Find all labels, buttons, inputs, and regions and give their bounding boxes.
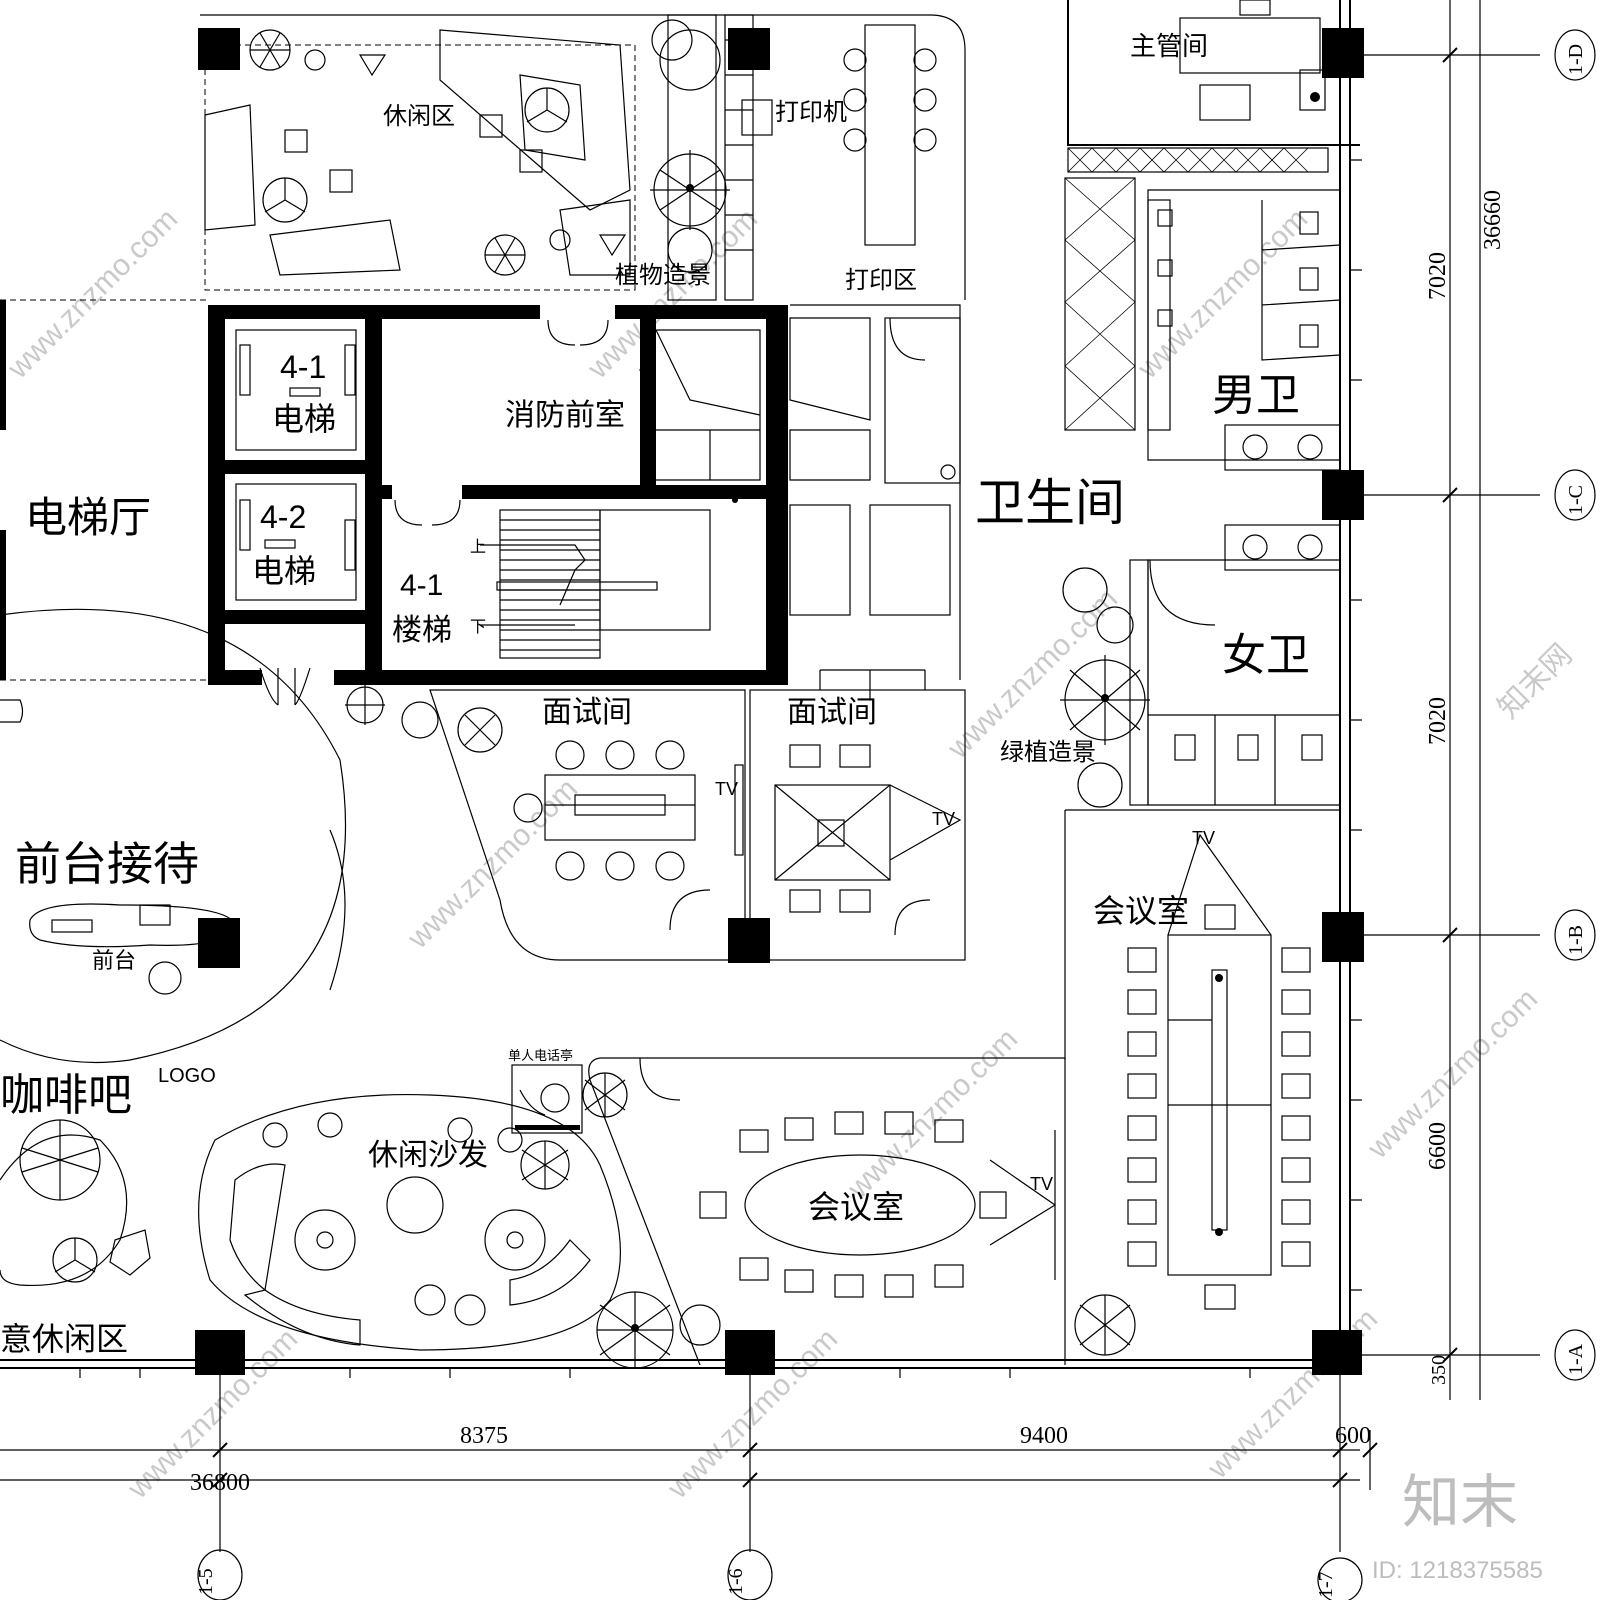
building-core: 4-1 电梯 4-2 电梯 消防前室 上 下 4-1 楼梯 bbox=[208, 302, 788, 688]
meeting-room-large-label: 会议室 bbox=[1093, 893, 1189, 929]
stair-up-label: 上 bbox=[470, 538, 486, 556]
stair-label: 楼梯 bbox=[392, 614, 452, 647]
interview-tv-label: TV bbox=[715, 779, 738, 799]
grid-axes: 1-D 1-C 1-B 1-A 1-5 1-6 1-7 bbox=[195, 29, 1596, 1600]
cafe-label: 咖啡吧 bbox=[0, 1071, 132, 1120]
interview-room-1-label: 面试间 bbox=[542, 696, 632, 729]
green-feature-label: 绿植造景 bbox=[1000, 739, 1096, 766]
axis-1-C: 1-C bbox=[1565, 485, 1587, 515]
watermark-logo: 知末 ID: 1218375585 bbox=[1372, 1470, 1543, 1584]
interview-room-2-tv-label: TV bbox=[932, 809, 955, 829]
watermark-logo-text: 知末 bbox=[1402, 1470, 1518, 1535]
phone-booth: 单人电话亭 bbox=[508, 1048, 583, 1134]
print-area: 打印机 打印区 bbox=[724, 14, 937, 301]
dimension-7020-top: 7020 bbox=[1425, 252, 1451, 300]
leisure-area: 休闲区 bbox=[200, 14, 966, 300]
watermark-text: www.znzmo.com bbox=[1, 202, 184, 385]
logo-label: LOGO bbox=[158, 1065, 216, 1087]
lounge-sofa-label: 休闲沙发 bbox=[368, 1139, 488, 1172]
axis-1-5: 1-5 bbox=[195, 1568, 217, 1595]
dimension-9400: 9400 bbox=[1020, 1423, 1068, 1449]
stair-number: 4-1 bbox=[400, 569, 443, 602]
watermark-text: www.znzmo.com bbox=[1201, 1302, 1384, 1485]
watermark-text: www.znzmo.com bbox=[1361, 982, 1544, 1165]
interview-room-2: TV 面试间 bbox=[749, 689, 966, 961]
green-feature: 绿植造景 bbox=[1000, 559, 1150, 808]
manager-office: 主管间 bbox=[1067, 0, 1360, 173]
axis-1-6: 1-6 bbox=[725, 1568, 747, 1595]
dimension-6600: 6600 bbox=[1425, 1122, 1451, 1170]
plant-feature-top-label: 植物造景 bbox=[615, 262, 711, 289]
manager-office-label: 主管间 bbox=[1130, 31, 1208, 61]
watermark-id-text: ID: 1218375585 bbox=[1372, 1557, 1543, 1584]
interview-room-2-label: 面试间 bbox=[787, 696, 877, 729]
elevator-hall: 电梯厅 bbox=[0, 299, 311, 706]
dimension-7020-middle: 7020 bbox=[1425, 697, 1451, 745]
watermark-text: 知末网 bbox=[1492, 638, 1579, 725]
stair-down-label: 下 bbox=[470, 619, 486, 636]
watermark-text: www.znzmo.com bbox=[841, 1022, 1024, 1205]
axis-1-A: 1-A bbox=[1565, 1343, 1587, 1375]
leisure-area-label: 休闲区 bbox=[383, 103, 455, 130]
dimension-right: 7020 7020 6600 350 36660 bbox=[1360, 0, 1540, 1400]
elevator-hall-label: 电梯厅 bbox=[25, 494, 151, 541]
printer-label: 打印机 bbox=[775, 99, 847, 126]
restroom-label: 卫生间 bbox=[975, 475, 1125, 531]
plant-cluster-lounge bbox=[520, 1072, 721, 1369]
large-meeting-tv-label: TV bbox=[1192, 828, 1215, 848]
dimension-350: 350 bbox=[1428, 1355, 1450, 1385]
meeting-room-large: TV 会议室 bbox=[1064, 809, 1340, 1356]
axis-1-7: 1-7 bbox=[1315, 1571, 1337, 1598]
lounge-sofa-area: 休闲沙发 bbox=[198, 1093, 622, 1351]
exterior-walls bbox=[0, 0, 1364, 1378]
print-area-label: 打印区 bbox=[845, 267, 917, 294]
reception-area: 前台接待 前台 LOGO bbox=[0, 608, 347, 1087]
phone-booth-label: 单人电话亭 bbox=[508, 1048, 573, 1063]
dimension-600: 600 bbox=[1335, 1423, 1371, 1449]
plant-cluster-mid bbox=[345, 685, 503, 753]
elevator-4-1-label: 电梯 bbox=[272, 401, 336, 437]
meeting-room-oval: TV 会议室 bbox=[588, 1057, 1066, 1366]
reception-label: 前台接待 bbox=[15, 838, 199, 890]
axis-1-B: 1-B bbox=[1565, 925, 1587, 955]
front-desk-label: 前台 bbox=[92, 948, 136, 973]
womens-room-label: 女卫 bbox=[1222, 631, 1310, 680]
watermark-text: www.znzmo.com bbox=[581, 202, 764, 385]
meeting-room-oval-label: 会议室 bbox=[808, 1189, 904, 1225]
elevator-4-1-number: 4-1 bbox=[280, 349, 326, 385]
womens-room: 女卫 bbox=[1147, 524, 1341, 806]
mens-room: 男卫 bbox=[1147, 189, 1341, 471]
elevator-4-2-number: 4-2 bbox=[260, 499, 306, 535]
interview-room-1: TV 面试间 bbox=[429, 689, 746, 961]
mens-room-label: 男卫 bbox=[1212, 371, 1300, 420]
fire-lobby-label: 消防前室 bbox=[505, 399, 625, 432]
service-shaft bbox=[1064, 177, 1136, 431]
dimension-36660: 36660 bbox=[1480, 190, 1506, 250]
oval-meeting-tv-label: TV bbox=[1030, 1174, 1053, 1194]
plant-strip-top: 植物造景 bbox=[615, 14, 730, 301]
casual-lounge-label: 意休闲区 bbox=[0, 1321, 128, 1357]
axis-1-D: 1-D bbox=[1565, 44, 1587, 75]
cafe-area: 咖啡吧 意休闲区 bbox=[0, 1071, 151, 1357]
restroom-area: 卫生间 bbox=[789, 304, 1125, 700]
elevator-4-2-label: 电梯 bbox=[252, 553, 316, 589]
dimension-8375: 8375 bbox=[460, 1423, 508, 1449]
